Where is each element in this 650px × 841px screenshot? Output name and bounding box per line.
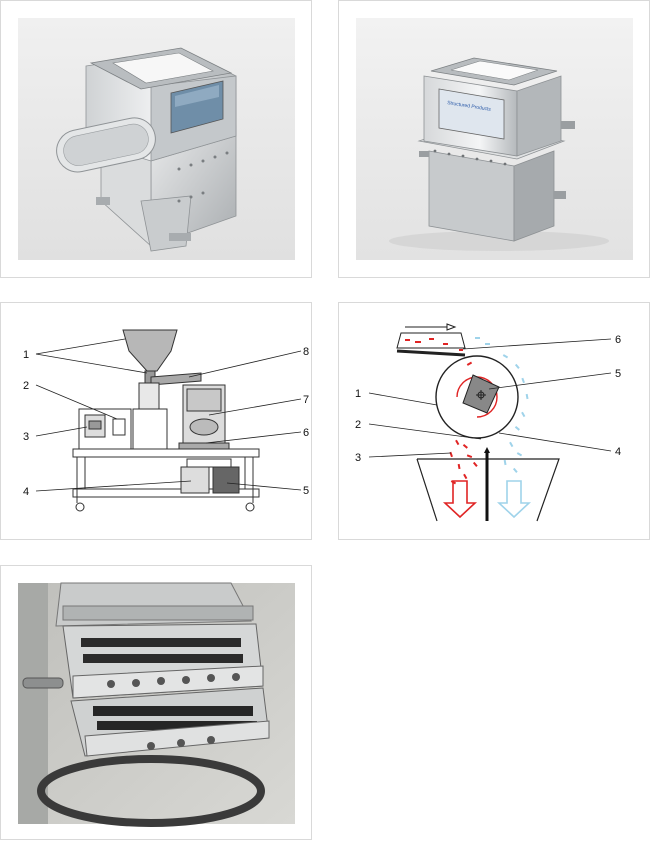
system-schematic: 1 2 3 4 5 6 7 8 xyxy=(23,329,309,512)
principle-label-2: 2 xyxy=(355,419,361,431)
principle-label-6: 6 xyxy=(615,334,621,346)
principle-label-5: 5 xyxy=(615,368,621,380)
principle-label-1: 1 xyxy=(355,388,361,400)
schematic-label-4: 4 xyxy=(23,486,29,498)
separator-photo-2: Structured Products xyxy=(356,18,633,260)
schematic-label-7: 7 xyxy=(303,394,309,406)
principle-diagram-card: 1 2 3 4 5 6 xyxy=(338,302,650,540)
principle-label-4: 4 xyxy=(615,446,621,458)
schematic-label-1: 1 xyxy=(23,349,29,361)
photo-card-separator-open xyxy=(0,0,312,278)
system-schematic-card: 1 2 3 4 5 6 7 8 xyxy=(0,302,312,540)
schematic-label-5: 5 xyxy=(303,485,309,497)
schematic-label-2: 2 xyxy=(23,380,29,392)
photo-card-separator-closed: Structured Products xyxy=(338,0,650,278)
principle-label-3: 3 xyxy=(355,452,361,464)
principle-diagram: 1 2 3 4 5 6 xyxy=(355,323,621,522)
separator-photo-1 xyxy=(18,18,295,260)
schematic-label-8: 8 xyxy=(303,346,309,358)
magnetic-grate-photo xyxy=(18,582,295,827)
photo-card-magnetic-grate xyxy=(0,565,312,840)
schematic-label-3: 3 xyxy=(23,431,29,443)
schematic-label-6: 6 xyxy=(303,427,309,439)
